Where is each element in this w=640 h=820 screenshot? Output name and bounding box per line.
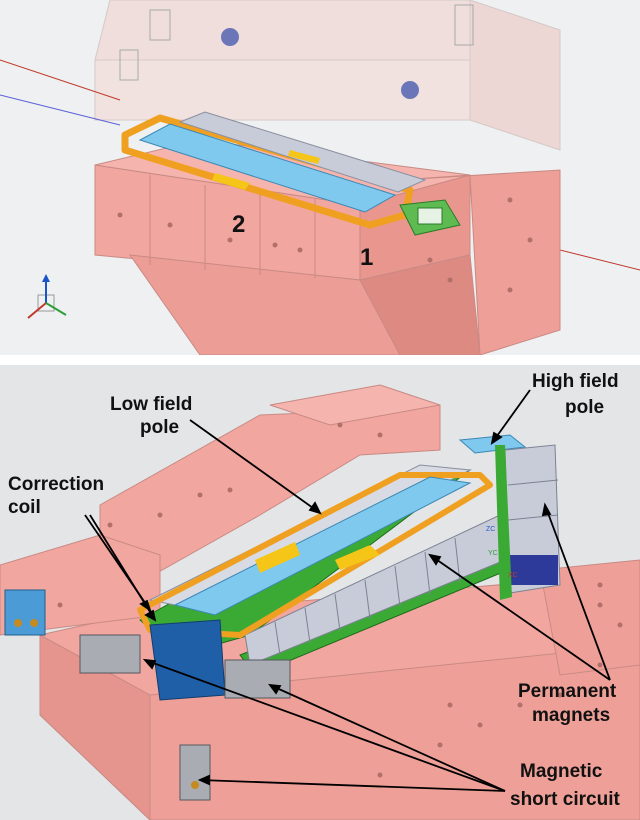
label-magnetic-short-circuit: Magnetic short circuit xyxy=(510,761,620,810)
yellow-piece xyxy=(255,542,300,573)
label-high-field-pole: High field pole xyxy=(532,371,619,418)
svg-text:Permanent: Permanent xyxy=(518,681,617,702)
translucent-upper-assembly xyxy=(94,0,561,151)
blue-pole xyxy=(138,123,397,213)
lower-pink-block xyxy=(94,139,561,355)
blue-center-block xyxy=(149,619,226,701)
bottom-cad-view: ZC YC XC Low field pole xyxy=(0,365,640,820)
label-1: 1 xyxy=(360,244,373,271)
label-2: 2 xyxy=(232,211,245,238)
svg-text:pole: pole xyxy=(565,397,604,418)
knob xyxy=(401,81,419,99)
knob xyxy=(221,28,239,46)
short-circuit-clamp xyxy=(79,634,291,801)
svg-text:pole: pole xyxy=(140,417,179,438)
yellow-piece xyxy=(288,150,320,164)
blue-low-field-pole xyxy=(173,476,472,616)
yellow-piece xyxy=(335,545,380,570)
red-axis-line xyxy=(0,59,121,101)
high-field-pole-stack xyxy=(458,434,561,600)
svg-text:High field: High field xyxy=(532,371,619,392)
bottom-cad-drawing: ZC YC XC Low field pole xyxy=(0,371,640,820)
block-holes xyxy=(117,197,533,293)
svg-text:short circuit: short circuit xyxy=(510,789,620,810)
top-cad-drawing: 2 1 xyxy=(0,0,640,355)
svg-text:Low field: Low field xyxy=(110,394,192,415)
yellow-piece xyxy=(212,173,250,190)
label-permanent-magnets: Permanent magnets xyxy=(518,681,617,726)
label-correction-coil: Correction coil xyxy=(8,474,104,518)
axis-triad-icon xyxy=(27,274,67,319)
svg-text:magnets: magnets xyxy=(532,705,610,726)
annotation-arrows xyxy=(84,389,611,792)
top-cad-view: 2 1 xyxy=(0,0,640,355)
svg-text:Correction: Correction xyxy=(8,474,104,495)
label-low-field-pole: Low field pole xyxy=(110,394,192,438)
svg-text:Magnetic: Magnetic xyxy=(520,761,603,782)
svg-text:coil: coil xyxy=(8,497,41,518)
blue-axis-line xyxy=(0,94,121,126)
axis-xc-label: XC xyxy=(508,572,518,579)
axis-yc-label: YC xyxy=(488,550,498,557)
left-clamp xyxy=(4,589,46,636)
axis-zc-label: ZC xyxy=(486,526,495,533)
orange-coil xyxy=(137,472,493,638)
gray-magnet-strip xyxy=(178,111,427,193)
